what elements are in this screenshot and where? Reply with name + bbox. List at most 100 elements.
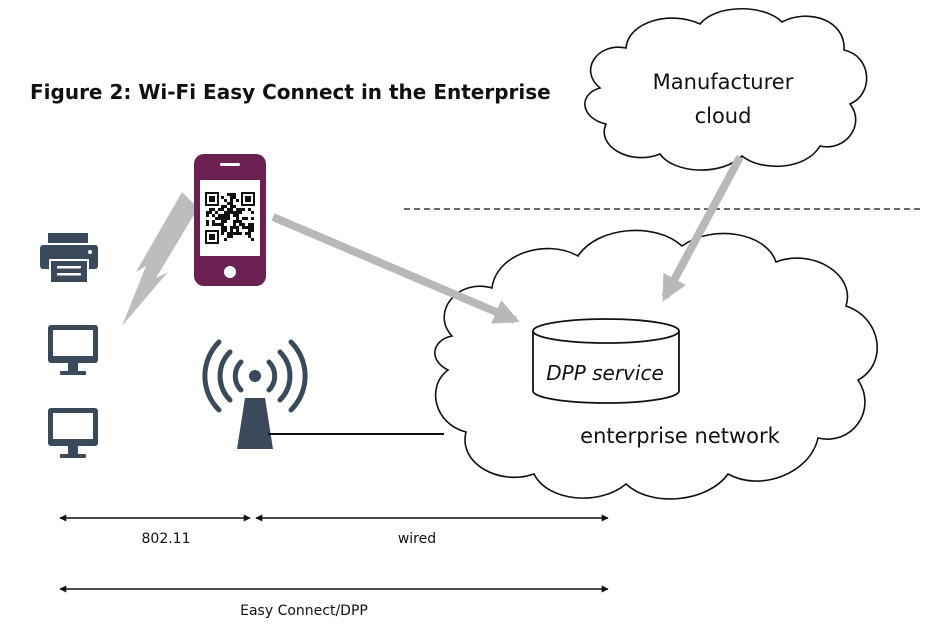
qr-module	[239, 223, 242, 226]
qr-module	[236, 229, 239, 232]
qr-module	[218, 214, 221, 217]
qr-module	[209, 208, 212, 211]
qr-module	[239, 211, 242, 214]
qr-module	[242, 223, 245, 226]
qr-module	[251, 229, 254, 232]
qr-module	[227, 202, 230, 205]
qr-module	[230, 235, 233, 238]
qr-module	[239, 220, 242, 223]
qr-module	[227, 217, 230, 220]
qr-module	[242, 208, 245, 211]
qr-module	[230, 229, 233, 232]
qr-module	[233, 196, 236, 199]
qr-module	[233, 193, 236, 196]
qr-module	[233, 220, 236, 223]
qr-module	[248, 232, 251, 235]
enterprise-network-label: enterprise network	[580, 424, 780, 448]
manufacturer-cloud-label: Manufacturer	[653, 70, 794, 94]
qr-module	[227, 214, 230, 217]
qr-module	[230, 205, 233, 208]
qr-module	[245, 217, 248, 220]
qr-module	[233, 214, 236, 217]
qr-module	[248, 229, 251, 232]
qr-module	[236, 208, 239, 211]
qr-module	[224, 238, 227, 241]
qr-module	[230, 193, 233, 196]
qr-module	[221, 220, 224, 223]
qr-module	[230, 199, 233, 202]
qr-module	[242, 217, 245, 220]
qr-module	[230, 202, 233, 205]
dpp-service-label: DPP service	[546, 361, 664, 385]
scale-802-11-label: 802.11	[142, 531, 191, 547]
qr-module	[221, 229, 224, 232]
qr-module	[206, 220, 209, 223]
qr-module	[224, 226, 227, 229]
wireless-access-point-icon	[202, 339, 308, 449]
qr-module	[206, 211, 209, 214]
qr-module	[215, 211, 218, 214]
qr-module	[227, 235, 230, 238]
qr-module	[245, 226, 248, 229]
qr-module	[245, 232, 248, 235]
qr-module	[248, 223, 251, 226]
qr-module	[233, 232, 236, 235]
qr-module	[251, 238, 254, 241]
qr-module	[230, 232, 233, 235]
qr-module	[227, 232, 230, 235]
qr-module	[227, 193, 230, 196]
qr-module	[221, 214, 224, 217]
lightning-bolt-icon	[122, 192, 198, 326]
qr-module	[212, 223, 215, 226]
qr-module	[233, 223, 236, 226]
qr-module	[221, 208, 224, 211]
qr-module	[221, 223, 224, 226]
qr-module	[251, 226, 254, 229]
qr-module	[248, 226, 251, 229]
qr-module	[230, 226, 233, 229]
qr-module	[209, 211, 212, 214]
qr-module	[215, 223, 218, 226]
qr-module	[236, 211, 239, 214]
qr-module	[251, 223, 254, 226]
qr-module	[236, 226, 239, 229]
scale-easy-connect-label: Easy Connect/DPP	[240, 603, 368, 619]
qr-module	[236, 199, 239, 202]
qr-module	[224, 205, 227, 208]
qr-module	[206, 214, 209, 217]
qr-module	[224, 229, 227, 232]
qr-module	[218, 208, 221, 211]
qr-module	[212, 220, 215, 223]
qr-module	[218, 223, 221, 226]
qr-module	[212, 214, 215, 217]
qr-code	[205, 192, 255, 244]
qr-module	[230, 211, 233, 214]
manufacturer-cloud: Manufacturer cloud	[584, 7, 868, 171]
qr-module	[206, 223, 209, 226]
qr-module	[251, 211, 254, 214]
qr-module	[239, 232, 242, 235]
dpp-service-database: DPP service	[532, 318, 680, 404]
qr-module	[221, 226, 224, 229]
qr-module	[233, 226, 236, 229]
scale-wired-label: wired	[398, 531, 436, 547]
qr-module	[221, 217, 224, 220]
smartphone-qr-icon	[194, 154, 266, 286]
qr-module	[218, 217, 221, 220]
qr-module	[236, 217, 239, 220]
qr-module	[242, 226, 245, 229]
qr-module	[212, 208, 215, 211]
qr-module	[236, 214, 239, 217]
monitor-icon-2	[48, 408, 98, 458]
qr-module	[224, 220, 227, 223]
figure-title: Figure 2: Wi-Fi Easy Connect in the Ente…	[30, 80, 551, 104]
printer-icon	[40, 233, 98, 284]
qr-module	[215, 217, 218, 220]
qr-module	[224, 211, 227, 214]
qr-module	[224, 217, 227, 220]
qr-module	[236, 232, 239, 235]
qr-module	[248, 235, 251, 238]
qr-module	[224, 214, 227, 217]
monitor-icon	[48, 325, 98, 375]
qr-module	[227, 208, 230, 211]
